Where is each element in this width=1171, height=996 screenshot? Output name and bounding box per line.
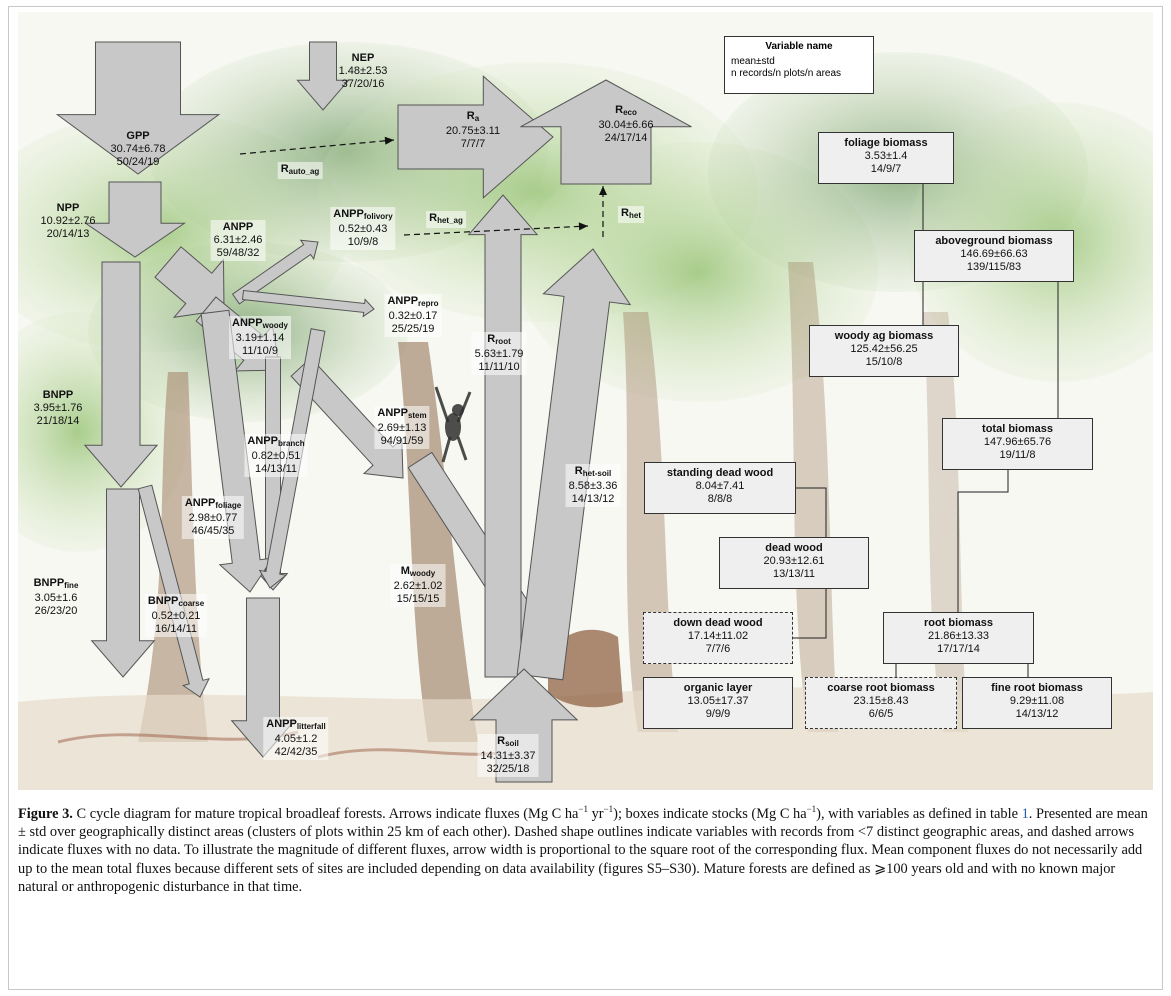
- arrow-anpp-folivory: [231, 239, 319, 305]
- arrow-anpp-repro: [241, 289, 375, 318]
- diagram-scene: Variable name mean±std n records/n plots…: [18, 12, 1153, 790]
- arrow-rhet-ag: [403, 225, 589, 236]
- legend-box: Variable name mean±std n records/n plots…: [724, 36, 874, 94]
- connector-dead-down: [793, 589, 827, 639]
- arrow-gpp: [55, 41, 221, 175]
- arrow-nep: [296, 41, 350, 111]
- label-rhet-ag: Rhet_ag: [426, 211, 466, 228]
- arrow-bnpp: [83, 261, 159, 488]
- label-rauto-ag: Rauto_ag: [277, 162, 323, 179]
- arrow-ra: [397, 75, 554, 199]
- connector-total-root: [957, 470, 1009, 612]
- arrow-rroot: [467, 194, 539, 678]
- arrow-rauto-ag-head: [384, 136, 394, 145]
- connector-standing-dead: [796, 487, 827, 537]
- legend-title: Variable name: [765, 41, 833, 52]
- figure-frame: [8, 6, 1163, 990]
- arrow-rauto-ag: [239, 139, 395, 155]
- arrow-rhet-head: [599, 186, 607, 195]
- flux-arrows: [55, 41, 1059, 783]
- figure-caption: Figure 3. C cycle diagram for mature tro…: [18, 804, 1148, 895]
- arrow-reco: [520, 79, 692, 185]
- arrow-anpp: [154, 246, 225, 318]
- caption-number: Figure 3.: [18, 805, 73, 822]
- legend-line-1: mean±std: [731, 56, 775, 67]
- legend-line-2: n records/n plots/n areas: [731, 68, 842, 79]
- table-reference-link[interactable]: 1: [1021, 805, 1029, 822]
- arrow-npp: [83, 181, 187, 258]
- arrow-rhet-ag-head: [578, 222, 588, 231]
- label-rhet: Rhet: [618, 206, 644, 223]
- arrow-bnpp-fine: [90, 488, 156, 678]
- arrow-bnpp-coarse: [137, 484, 210, 698]
